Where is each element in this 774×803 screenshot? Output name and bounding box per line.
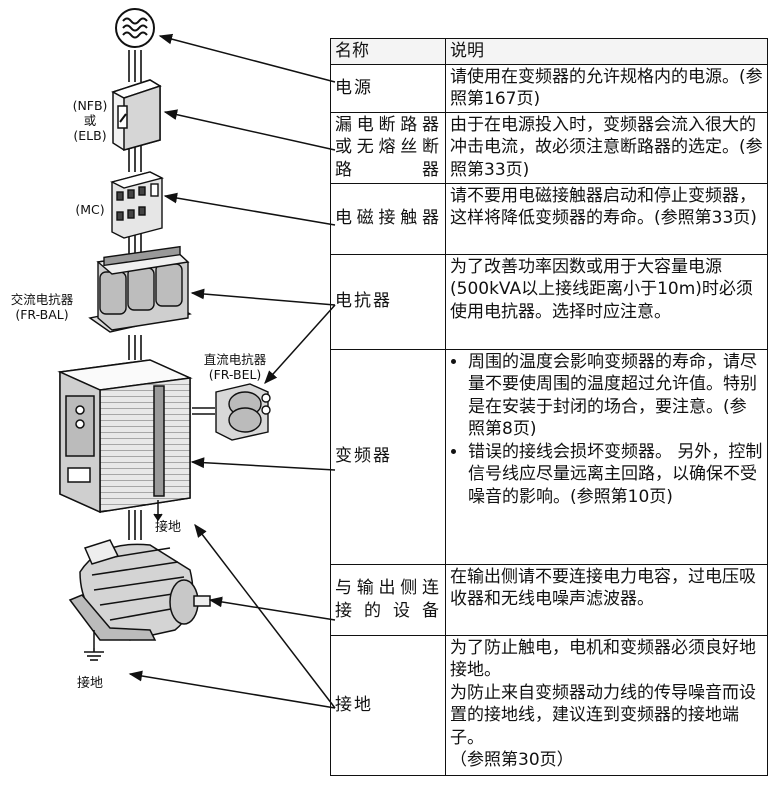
main-wiring <box>128 50 215 540</box>
row-name: 电抗器 <box>330 253 446 350</box>
component-description-table: 名称 说明 电源 请使用在变频器的允许规格内的电源。(参照第167页) 漏电断路… <box>330 38 768 776</box>
ac-power-symbol <box>115 8 155 48</box>
breaker-label: (NFB) 或 (ELB) <box>72 98 108 143</box>
bullet-item: 错误的接线会损坏变频器。 另外，控制信号线应尽量远离主回路，以确保不受噪音的影响… <box>468 441 763 509</box>
row-name: 接地 <box>330 634 446 776</box>
table-row: 漏电断路器或无熔丝断路器 由于在电源投入时，变频器会流入很大的冲击电流，故必须注… <box>330 111 768 184</box>
dc-reactor-label: 直流电抗器 (FR-BEL) <box>203 352 267 382</box>
contactor-label: (MC) <box>75 202 105 217</box>
header-desc: 说明 <box>445 38 768 65</box>
ac-reactor-device <box>88 245 192 333</box>
row-name: 漏电断路器或无熔丝断路器 <box>330 111 446 184</box>
inverter-device <box>57 359 193 514</box>
row-name: 与输出侧连接的设备 <box>330 563 446 636</box>
row-name: 电源 <box>330 63 446 113</box>
table-row: 电源 请使用在变频器的允许规格内的电源。(参照第167页) <box>330 63 768 113</box>
row-name: 电磁接触器 <box>330 182 446 255</box>
table-row: 电磁接触器 请不要用电磁接触器启动和停止变频器，这样将降低变频器的寿命。(参照第… <box>330 182 768 255</box>
dc-reactor-device <box>215 383 271 441</box>
row-desc: 周围的温度会影响变频器的寿命，请尽量不要使周围的温度超过允许值。特别是在安装于封… <box>445 348 768 565</box>
row-desc: 请使用在变频器的允许规格内的电源。(参照第167页) <box>445 63 768 113</box>
header-name: 名称 <box>330 38 446 65</box>
row-name: 变频器 <box>330 348 446 565</box>
contactor-device <box>110 171 164 239</box>
bullet-item: 周围的温度会影响变频器的寿命，请尽量不要使周围的温度超过允许值。特别是在安装于封… <box>468 351 763 441</box>
ground-symbol <box>84 648 104 661</box>
inverter-ground-lead <box>153 500 163 522</box>
inverter-ground-label: 接地 <box>154 520 181 535</box>
row-desc: 由于在电源投入时，变频器会流入很大的冲击电流，故必须注意断路器的选定。(参照第3… <box>445 111 768 184</box>
row-desc: 为了防止触电，电机和变频器必须良好地接地。 为防止来自变频器动力线的传导噪音而设… <box>445 634 768 776</box>
ac-reactor-label: 交流电抗器 (FR-BAL) <box>10 292 74 322</box>
table-row: 变频器 周围的温度会影响变频器的寿命，请尽量不要使周围的温度超过允许值。特别是在… <box>330 348 768 565</box>
motor-ground-label: 接地 <box>76 676 103 691</box>
pointer-arrows <box>128 33 336 709</box>
motor-device <box>68 539 211 648</box>
table-row: 与输出侧连接的设备 在输出侧请不要连接电力电容，过电压吸收器和无线电噪声滤波器。 <box>330 563 768 636</box>
breaker-device <box>111 79 162 151</box>
row-desc: 为了改善功率因数或用于大容量电源 (500kVA以上接线距离小于10m)时必须使… <box>445 253 768 350</box>
table-header-row: 名称 说明 <box>330 38 768 65</box>
table-row: 接地 为了防止触电，电机和变频器必须良好地接地。 为防止来自变频器动力线的传导噪… <box>330 634 768 776</box>
row-desc: 请不要用电磁接触器启动和停止变频器，这样将降低变频器的寿命。(参照第33页) <box>445 182 768 255</box>
table-row: 电抗器 为了改善功率因数或用于大容量电源 (500kVA以上接线距离小于10m)… <box>330 253 768 350</box>
row-desc: 在输出侧请不要连接电力电容，过电压吸收器和无线电噪声滤波器。 <box>445 563 768 636</box>
